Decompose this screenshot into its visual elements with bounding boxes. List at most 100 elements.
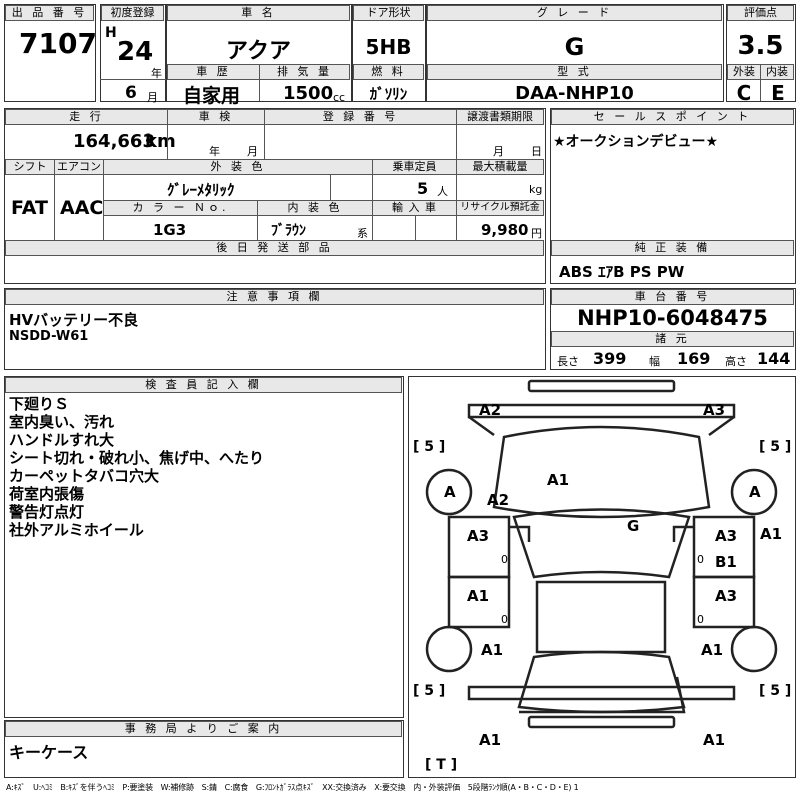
color-label: 外 装 色 [103,159,373,175]
divider [456,124,457,159]
lot-label: 出 品 番 号 [5,5,94,21]
score-label: 評価点 [727,5,794,21]
notes-box: 注 意 事 項 欄 HVバッテリー不良 NSDD-W61 [4,288,546,370]
office-text: キーケース [9,743,89,762]
damage-hood: A1 [547,471,570,489]
grade-box: グ レ ー ド G 型 式 DAA-NHP10 [426,4,724,104]
recycle-unit: 円 [531,227,542,240]
exterior-label: 外装 [727,64,761,80]
vehicle-details: 走 行 車 検 登 録 番 号 譲渡書類期限 164,663 km 年 月 月 … [4,108,546,284]
equipment-text: ABS ｴｱB PS PW [559,263,685,281]
divider [54,174,55,240]
import-label: 輸 入 車 [372,200,457,216]
insp-month: 月 [247,145,258,158]
damage-door-rr-zero: 0 [697,613,704,626]
grade: G [564,33,585,61]
length-label: 長さ [557,355,579,368]
tire-fr: [ 5 ] [759,439,792,455]
transfer-month: 月 [493,145,504,158]
sales-point-text: ★オークションデビュー★ [553,134,719,150]
length: 399 [593,349,627,368]
inspector-line: ハンドルすれ大 [9,431,115,449]
inspection-label: 車 検 [167,109,265,125]
displacement-label: 排 気 量 [259,64,350,80]
car-outline [425,379,778,729]
doors-label: ドア形状 [353,5,424,21]
model: DAA-NHP10 [515,83,634,104]
fuel-label: 燃 料 [353,64,424,80]
reg-month: 6 [125,83,137,103]
tire-rr: [ 5 ] [759,683,792,699]
inspector-line: 警告灯点灯 [9,503,85,521]
interior-label: 内装 [760,64,794,80]
car-name: アクア [226,39,291,64]
tire-fl: [ 5 ] [413,439,446,455]
office-label: 事 務 局 よ り ご 案 内 [5,721,402,737]
notes-line: HVバッテリー不良 [9,311,139,329]
exterior-score: C [736,81,752,105]
transfer-label: 譲渡書類期限 [456,109,544,125]
inspector-line: 荷室内張傷 [9,485,85,503]
damage-wheel-rr: A1 [701,641,724,659]
ac-label: エアコン [54,159,104,175]
capacity-unit: 人 [437,185,448,198]
displacement-unit: cc [333,91,346,104]
lot-box: 出 品 番 号 7107 [4,4,97,102]
history: 自家用 [183,85,241,107]
damage-wheel-fr: A [749,483,761,501]
damage-door-fr-zero: 0 [697,553,704,566]
reg-year: 24 [117,37,154,67]
divider [760,79,761,101]
damage-door-rl-zero: 0 [501,613,508,626]
damage-bumper-fr: A3 [703,401,726,419]
car-name-box: 車 名 アクア 車 歴 排 気 量 自家用 1500 cc [166,4,352,107]
inspector-label: 検 査 員 記 入 欄 [5,377,402,393]
load-unit: kg [529,183,543,196]
transfer-day: 日 [531,145,542,158]
displacement: 1500 [283,83,334,104]
tire-spare: [ T ] [425,757,458,773]
notes-label: 注 意 事 項 欄 [5,289,544,305]
damage-door-rr: A3 [715,587,738,605]
damage-bumper-fl: A2 [479,401,502,419]
damage-door-rl: A1 [467,587,490,605]
fuel: ｶﾞｿﾘﾝ [369,85,408,103]
ac: AAC [60,197,104,219]
history-label: 車 歴 [167,64,260,80]
recycle: 9,980 [481,221,529,239]
divider [259,79,260,101]
divider [167,124,168,159]
height: 144 [757,349,791,368]
legend: A:ｷｽﾞ U:ﾍｺﾐ B:ｷｽﾞを伴うﾍｺﾐ P:要塗装 W:補修跡 S:錆 … [6,783,579,792]
divider [330,174,331,200]
inspector-line: 下廻りＳ [9,395,70,413]
inspector-box: 検 査 員 記 入 欄 下廻りＳ 室内臭い、汚れ ハンドルすれ大 シート切れ・破… [4,376,404,718]
doors: 5HB [365,35,412,59]
chassis-number: NHP10-6048475 [577,306,768,330]
divider [415,215,416,240]
damage-roof: G [627,517,640,535]
regno-label: 登 録 番 号 [264,109,457,125]
damage-bumper-rr: A1 [703,731,726,749]
shift: FAT [11,197,48,219]
damage-diagram: [ 5 ] [ 5 ] [ 5 ] [ 5 ] [ T ] A2 A3 A A … [408,376,796,778]
inspector-line: 社外アルミホイール [9,521,144,539]
colorno: 1G3 [153,221,187,239]
mileage-label: 走 行 [5,109,168,125]
insp-year: 年 [209,145,220,158]
grade-label: グ レ ー ド [427,5,722,21]
mileage-unit: km [145,131,176,152]
height-label: 高さ [725,355,747,368]
inspector-line: シート切れ・破れ小、焦げ中、へたり [9,449,265,467]
damage-wheel-fl: A [444,483,456,501]
damage-door-fr: A3 [715,527,738,545]
divider [100,79,166,80]
divider [257,215,258,240]
mileage: 164,663 [73,131,155,152]
width-label: 幅 [649,355,660,368]
score: 3.5 [737,31,784,61]
score-box: 評価点 3.5 外装 内装 C E [726,4,796,105]
doors-box: ドア形状 5HB 燃 料 ｶﾞｿﾘﾝ [352,4,426,103]
car-name-label: 車 名 [167,5,350,21]
damage-bumper-rl: A1 [479,731,502,749]
